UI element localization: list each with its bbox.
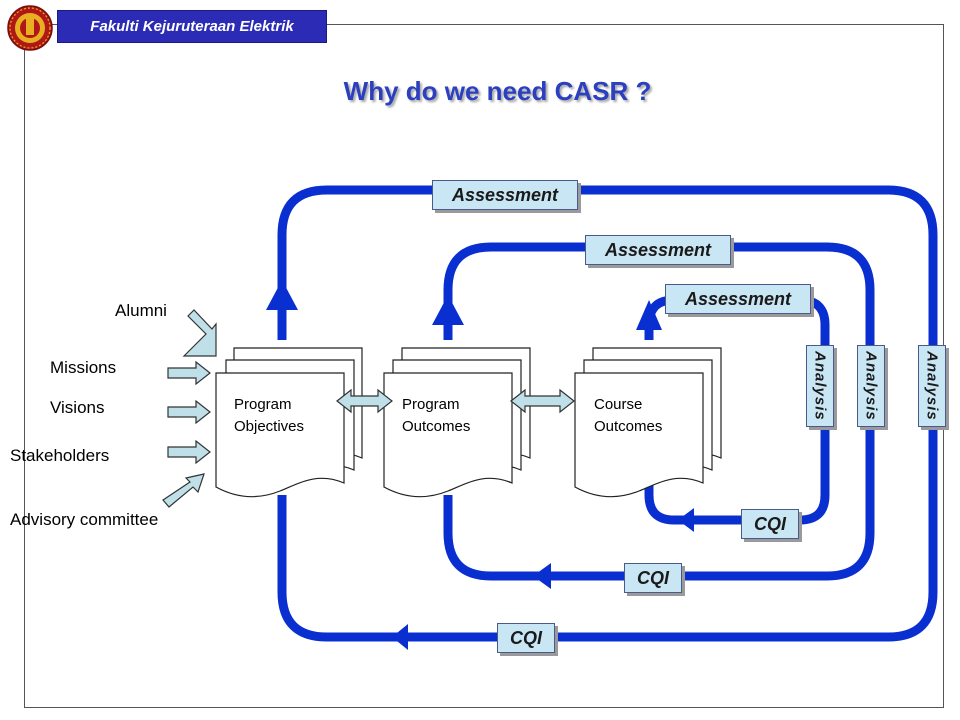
input-label-alumni: Alumni <box>115 301 167 320</box>
inner-up-arrowhead <box>636 300 662 330</box>
faculty-header-tab: Fakulti Kejuruteraan Elektrik <box>57 10 327 43</box>
doc-program-objectives-text: Program Objectives <box>234 396 305 435</box>
cqi-tag-inner: CQI <box>741 509 799 539</box>
outer-up-arrowhead <box>266 280 298 310</box>
alumni-arrow <box>182 309 217 357</box>
input-label-missions: Missions <box>50 358 117 377</box>
assessment-tag-middle: Assessment <box>585 235 731 265</box>
advisory-arrow <box>162 473 205 508</box>
faculty-logo <box>7 5 53 51</box>
outer-left-arrowhead <box>392 624 408 650</box>
input-label-advisory: Advisory committee <box>10 510 159 529</box>
analysis-tag-outer: Analysis <box>918 345 946 427</box>
slide-title: Why do we need CASR ? <box>343 76 652 106</box>
analysis-tag-middle: Analysis <box>857 345 885 427</box>
double-arrow-po-pout <box>336 388 393 414</box>
assessment-tag-inner: Assessment <box>665 284 811 314</box>
doc-course-outcomes-text: Course Outcomes <box>594 396 663 435</box>
inner-left-arrowhead <box>678 508 694 532</box>
stakeholders-arrow <box>167 439 211 465</box>
cqi-tag-middle: CQI <box>624 563 682 593</box>
input-label-stakeholders: Stakeholders <box>10 446 110 465</box>
middle-left-arrowhead <box>533 563 551 589</box>
input-label-visions: Visions <box>50 398 105 417</box>
input-arrows <box>162 309 217 508</box>
missions-arrow <box>167 360 211 386</box>
double-arrow-pout-co <box>510 388 575 414</box>
cqi-tag-outer: CQI <box>497 623 555 653</box>
doc-program-outcomes-text: Program Outcomes <box>402 396 471 435</box>
assessment-tag-outer: Assessment <box>432 180 578 210</box>
middle-up-arrowhead <box>432 295 464 325</box>
analysis-tag-inner: Analysis <box>806 345 834 427</box>
visions-arrow <box>167 399 211 425</box>
